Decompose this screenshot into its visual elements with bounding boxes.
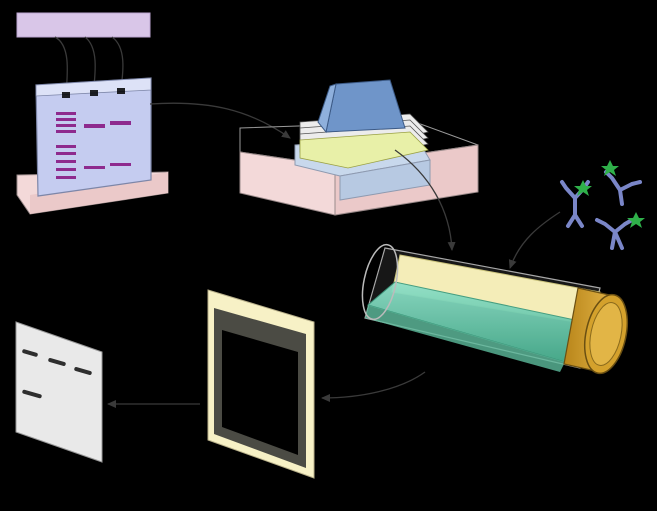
press-weight-top [325, 79, 406, 133]
antibody-2 [604, 170, 642, 206]
incubation-tube [361, 243, 629, 375]
arrow-antibody-to-tube [508, 211, 561, 269]
gel-bands [56, 112, 131, 179]
gel-electrophoresis-apparatus [16, 77, 169, 215]
antibody-tags [574, 160, 645, 228]
arrow-gel-to-transfer [149, 102, 291, 139]
antibody-molecules [560, 170, 642, 250]
sample-label-box [16, 12, 151, 38]
developed-result-sheet [15, 321, 103, 463]
transfer-blotting-apparatus [239, 79, 479, 216]
antibody-3 [595, 218, 634, 250]
result-bands [22, 349, 92, 399]
arrow-transfer-to-tube [394, 149, 456, 251]
arrow-tube-to-film [321, 371, 426, 402]
film-exposure-cassette [207, 289, 315, 479]
